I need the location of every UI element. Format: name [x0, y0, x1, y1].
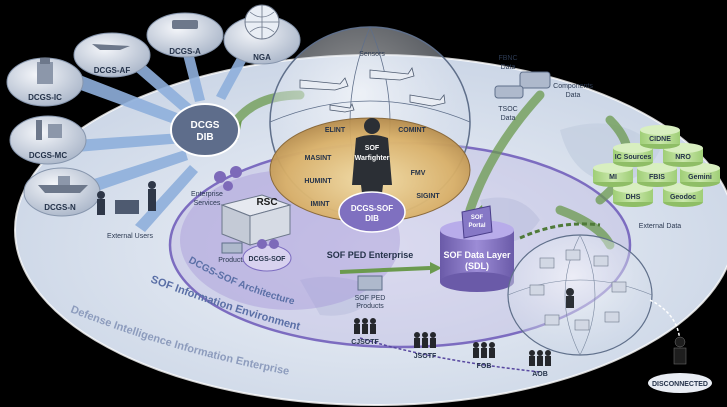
user-figure-icon: [566, 288, 574, 296]
source-node-dcgs-a[interactable]: DCGS-A: [146, 12, 224, 58]
dcgs-dib-label-line1: DCGS: [191, 120, 220, 131]
fbnc-data[interactable]: FBNC Data: [498, 55, 551, 89]
source-arrows: [75, 40, 255, 232]
dcgs-mc-label: DCGS-MC: [29, 151, 67, 160]
external-data-node-label: DHS: [626, 194, 641, 201]
dcgs-dib-node[interactable]: DCGS DIB: [170, 103, 240, 157]
source-node-dcgs-mc[interactable]: DCGS-MC: [9, 115, 87, 165]
external-data-node-label: Geodoc: [670, 194, 696, 201]
sdl-label-line1: SOF Data Layer: [443, 250, 511, 260]
tsoc-data[interactable]: TSOC Data: [494, 85, 524, 122]
masint-label: MASINT: [305, 155, 333, 162]
dcgs-sof-dib-label-line1: DCGS-SOF: [351, 204, 393, 213]
edge-node-label: FOB: [477, 363, 492, 370]
external-data-node-fbis[interactable]: FBIS: [637, 163, 677, 187]
dcgs-ic-label: DCGS-IC: [28, 93, 62, 102]
enterprise-services-label-line2: Services: [194, 200, 221, 207]
humint-label: HUMINT: [304, 178, 332, 185]
external-data-node-label: NRO: [675, 154, 691, 161]
dcgs-sof-dib-node[interactable]: DCGS-SOF DIB: [338, 191, 406, 233]
user-sphere[interactable]: [507, 234, 653, 356]
sof-portal-label-line1: SOF: [471, 215, 484, 221]
sensors-label: Sensors: [359, 51, 385, 58]
dcgs-af-label: DCGS-AF: [94, 66, 131, 75]
dcgs-n-label: DCGS-N: [44, 203, 76, 212]
edge-node-label: AOB: [532, 371, 548, 378]
external-data-label: External Data: [639, 223, 682, 230]
external-data-node-label: CIDNE: [649, 136, 671, 143]
edge-node-label: CJSOTF: [351, 339, 379, 346]
source-node-dcgs-af[interactable]: DCGS-AF: [73, 32, 151, 78]
dcgs-sof-node[interactable]: DCGS-SOF: [242, 239, 292, 272]
disconnected-user[interactable]: DISCONNECTED: [648, 336, 712, 393]
external-data-node-label: MI: [609, 174, 617, 181]
external-data-node-dhs[interactable]: DHS: [613, 183, 653, 207]
external-data-node-gemini[interactable]: Gemini: [680, 163, 720, 187]
rsc-label: RSC: [256, 197, 277, 208]
sdl-label-line2: (SDL): [465, 261, 489, 271]
sensor-dome[interactable]: Sensors ELINT COMINT MASINT HUMINT FMV I…: [269, 26, 471, 223]
external-data-node-label: Gemini: [688, 174, 712, 181]
external-data-node-label: IC Sources: [615, 154, 652, 161]
components-data[interactable]: Components Data: [553, 83, 593, 99]
user-figure-body: [566, 296, 574, 308]
external-data-node-ic-sources[interactable]: IC Sources: [613, 143, 653, 167]
sof-portal[interactable]: SOF Portal: [461, 205, 493, 239]
components-label-line2: Data: [566, 92, 581, 99]
source-node-dcgs-ic[interactable]: DCGS-IC: [6, 57, 84, 107]
disconnected-label: DISCONNECTED: [652, 381, 708, 388]
dcgs-a-label: DCGS-A: [169, 47, 201, 56]
external-data-node-cidne[interactable]: CIDNE: [640, 125, 680, 149]
sigint-label: SIGINT: [416, 193, 440, 200]
comint-label: COMINT: [398, 127, 426, 134]
edge-node-cjsotf[interactable]: CJSOTF: [351, 318, 380, 346]
edge-node-aob[interactable]: AOB: [529, 350, 551, 378]
warfighter-label-line2: Warfighter: [355, 155, 390, 162]
external-users[interactable]: External Users: [97, 181, 156, 240]
dashed-link: [519, 222, 601, 240]
user-workstations: [529, 249, 627, 331]
rsc-building[interactable]: RSC: [220, 194, 292, 246]
products-node[interactable]: Products: [218, 242, 246, 264]
sof-ped-products-label-line2: Products: [356, 303, 384, 310]
sof-ped-products[interactable]: SOF PED Products: [355, 275, 386, 310]
dcgs-dib-label-line2: DIB: [196, 132, 213, 143]
elint-label: ELINT: [325, 127, 346, 134]
enterprise-services[interactable]: Enterprise Services: [191, 166, 242, 207]
edge-node-fob[interactable]: FOB: [473, 342, 495, 370]
products-label: Products: [218, 257, 246, 264]
source-node-dcgs-n[interactable]: DCGS-N: [23, 167, 101, 217]
warfighter-label-line1: SOF: [365, 145, 380, 152]
imint-label: IMINT: [310, 201, 330, 208]
ped-to-sdl-arrow: [339, 266, 431, 274]
dcgs-sof-dib-label-line2: DIB: [365, 214, 379, 223]
sof-data-layer[interactable]: SOF Data Layer (SDL): [440, 220, 514, 292]
sof-ped-products-label-line1: SOF PED: [355, 295, 386, 302]
source-node-nga[interactable]: NGA: [223, 4, 301, 65]
external-users-label: External Users: [107, 233, 153, 240]
external-data-node-label: FBIS: [649, 174, 665, 181]
warfighter-figure: [352, 118, 392, 210]
aircraft-icons: [299, 67, 446, 113]
sof-portal-label-line2: Portal: [468, 223, 485, 229]
fbnc-label-line2: Data: [501, 64, 516, 71]
tsoc-label-line1: TSOC: [498, 106, 517, 113]
edge-node-jsotf[interactable]: JSOTF: [414, 332, 437, 360]
edge-nodes: CJSOTF JSOTF FOB AOB: [351, 318, 551, 378]
fbnc-label-line1: FBNC: [498, 55, 517, 62]
fmv-label: FMV: [411, 170, 426, 177]
edge-link: [359, 337, 541, 373]
components-label-line1: Components: [553, 83, 593, 90]
tsoc-label-line2: Data: [501, 115, 516, 122]
enterprise-services-label-line1: Enterprise: [191, 191, 223, 198]
ped-to-sdl-arrowhead: [430, 262, 442, 274]
nga-label: NGA: [253, 53, 271, 62]
dcgs-sof-label: DCGS-SOF: [249, 256, 287, 263]
edge-node-label: JSOTF: [414, 353, 437, 360]
sof-ped-enterprise-label: SOF PED Enterprise: [327, 250, 414, 260]
